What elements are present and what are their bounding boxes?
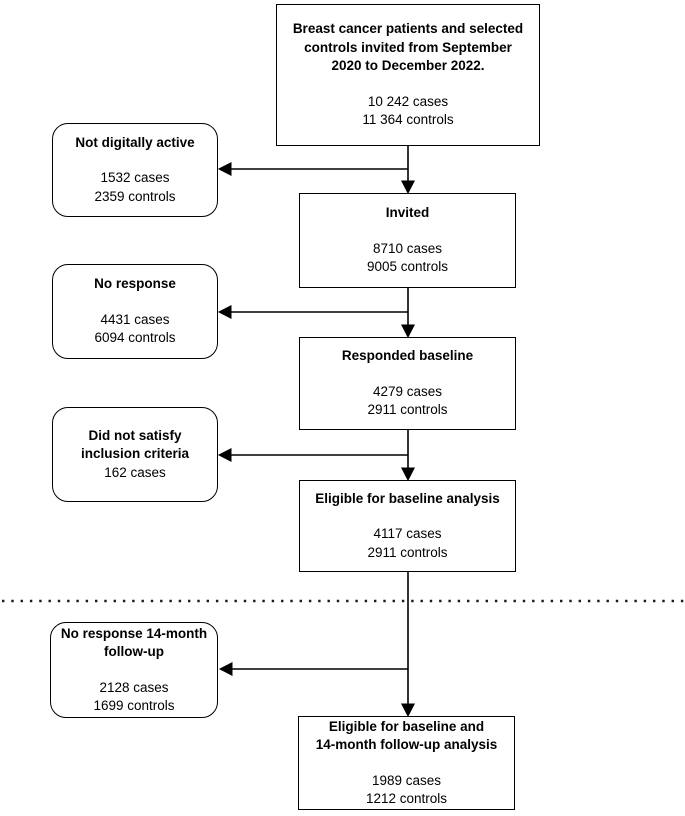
arrowhead-not-digitally-active — [217, 161, 232, 177]
flow-box-eligible-baseline: Eligible for baseline analysis 4117 case… — [299, 480, 516, 572]
not-digitally-active-counts: 1532 cases 2359 controls — [94, 170, 176, 204]
flow-box-eligible-followup: Eligible for baseline and 14-month follo… — [298, 716, 515, 810]
arrowhead-no-response-followup — [218, 661, 233, 677]
arrowhead-eligible-baseline — [400, 467, 416, 482]
flow-box-invited: Invited 8710 cases 9005 controls — [299, 193, 516, 288]
arrowhead-invited — [400, 180, 416, 195]
arrowhead-did-not-satisfy — [217, 447, 232, 463]
no-response-followup-counts: 2128 cases 1699 controls — [93, 679, 175, 714]
eligible-baseline-counts: 4117 cases 2911 controls — [367, 526, 448, 560]
flow-box-not-digitally-active: Not digitally active 1532 cases 2359 con… — [52, 123, 218, 217]
responded-baseline-counts: 4279 cases 2911 controls — [367, 383, 448, 418]
flow-box-responded-baseline: Responded baseline 4279 cases 2911 contr… — [299, 337, 516, 430]
eligible-followup-title: Eligible for baseline and 14-month follo… — [315, 718, 498, 753]
no-response-followup-title: No response 14-month follow-up — [60, 625, 208, 660]
flow-box-no-response: No response 4431 cases 6094 controls — [52, 264, 218, 359]
invited-counts: 8710 cases 9005 controls — [366, 240, 449, 275]
arrowhead-eligible-followup — [400, 703, 416, 718]
flow-box-enrollment: Breast cancer patients and selected cont… — [276, 4, 540, 146]
did-not-satisfy-title: Did not satisfy inclusion criteria — [80, 427, 190, 462]
enrollment-title: Breast cancer patients and selected cont… — [292, 21, 524, 74]
flow-box-did-not-satisfy: Did not satisfy inclusion criteria 162 c… — [52, 407, 218, 502]
enrollment-counts: 10 242 cases 11 364 controls — [362, 93, 454, 128]
did-not-satisfy-counts: 162 cases — [104, 464, 166, 480]
eligible-followup-counts: 1989 cases 1212 controls — [365, 772, 448, 807]
eligible-baseline-title: Eligible for baseline analysis — [315, 490, 500, 506]
no-response-title: No response — [94, 276, 176, 292]
flow-box-no-response-followup: No response 14-month follow-up 2128 case… — [50, 622, 218, 718]
arrowhead-responded — [400, 324, 416, 339]
responded-baseline-title: Responded baseline — [341, 348, 474, 364]
no-response-counts: 4431 cases 6094 controls — [94, 311, 176, 346]
arrowhead-no-response — [217, 304, 232, 320]
invited-title: Invited — [385, 205, 430, 221]
not-digitally-active-title: Not digitally active — [75, 134, 195, 150]
